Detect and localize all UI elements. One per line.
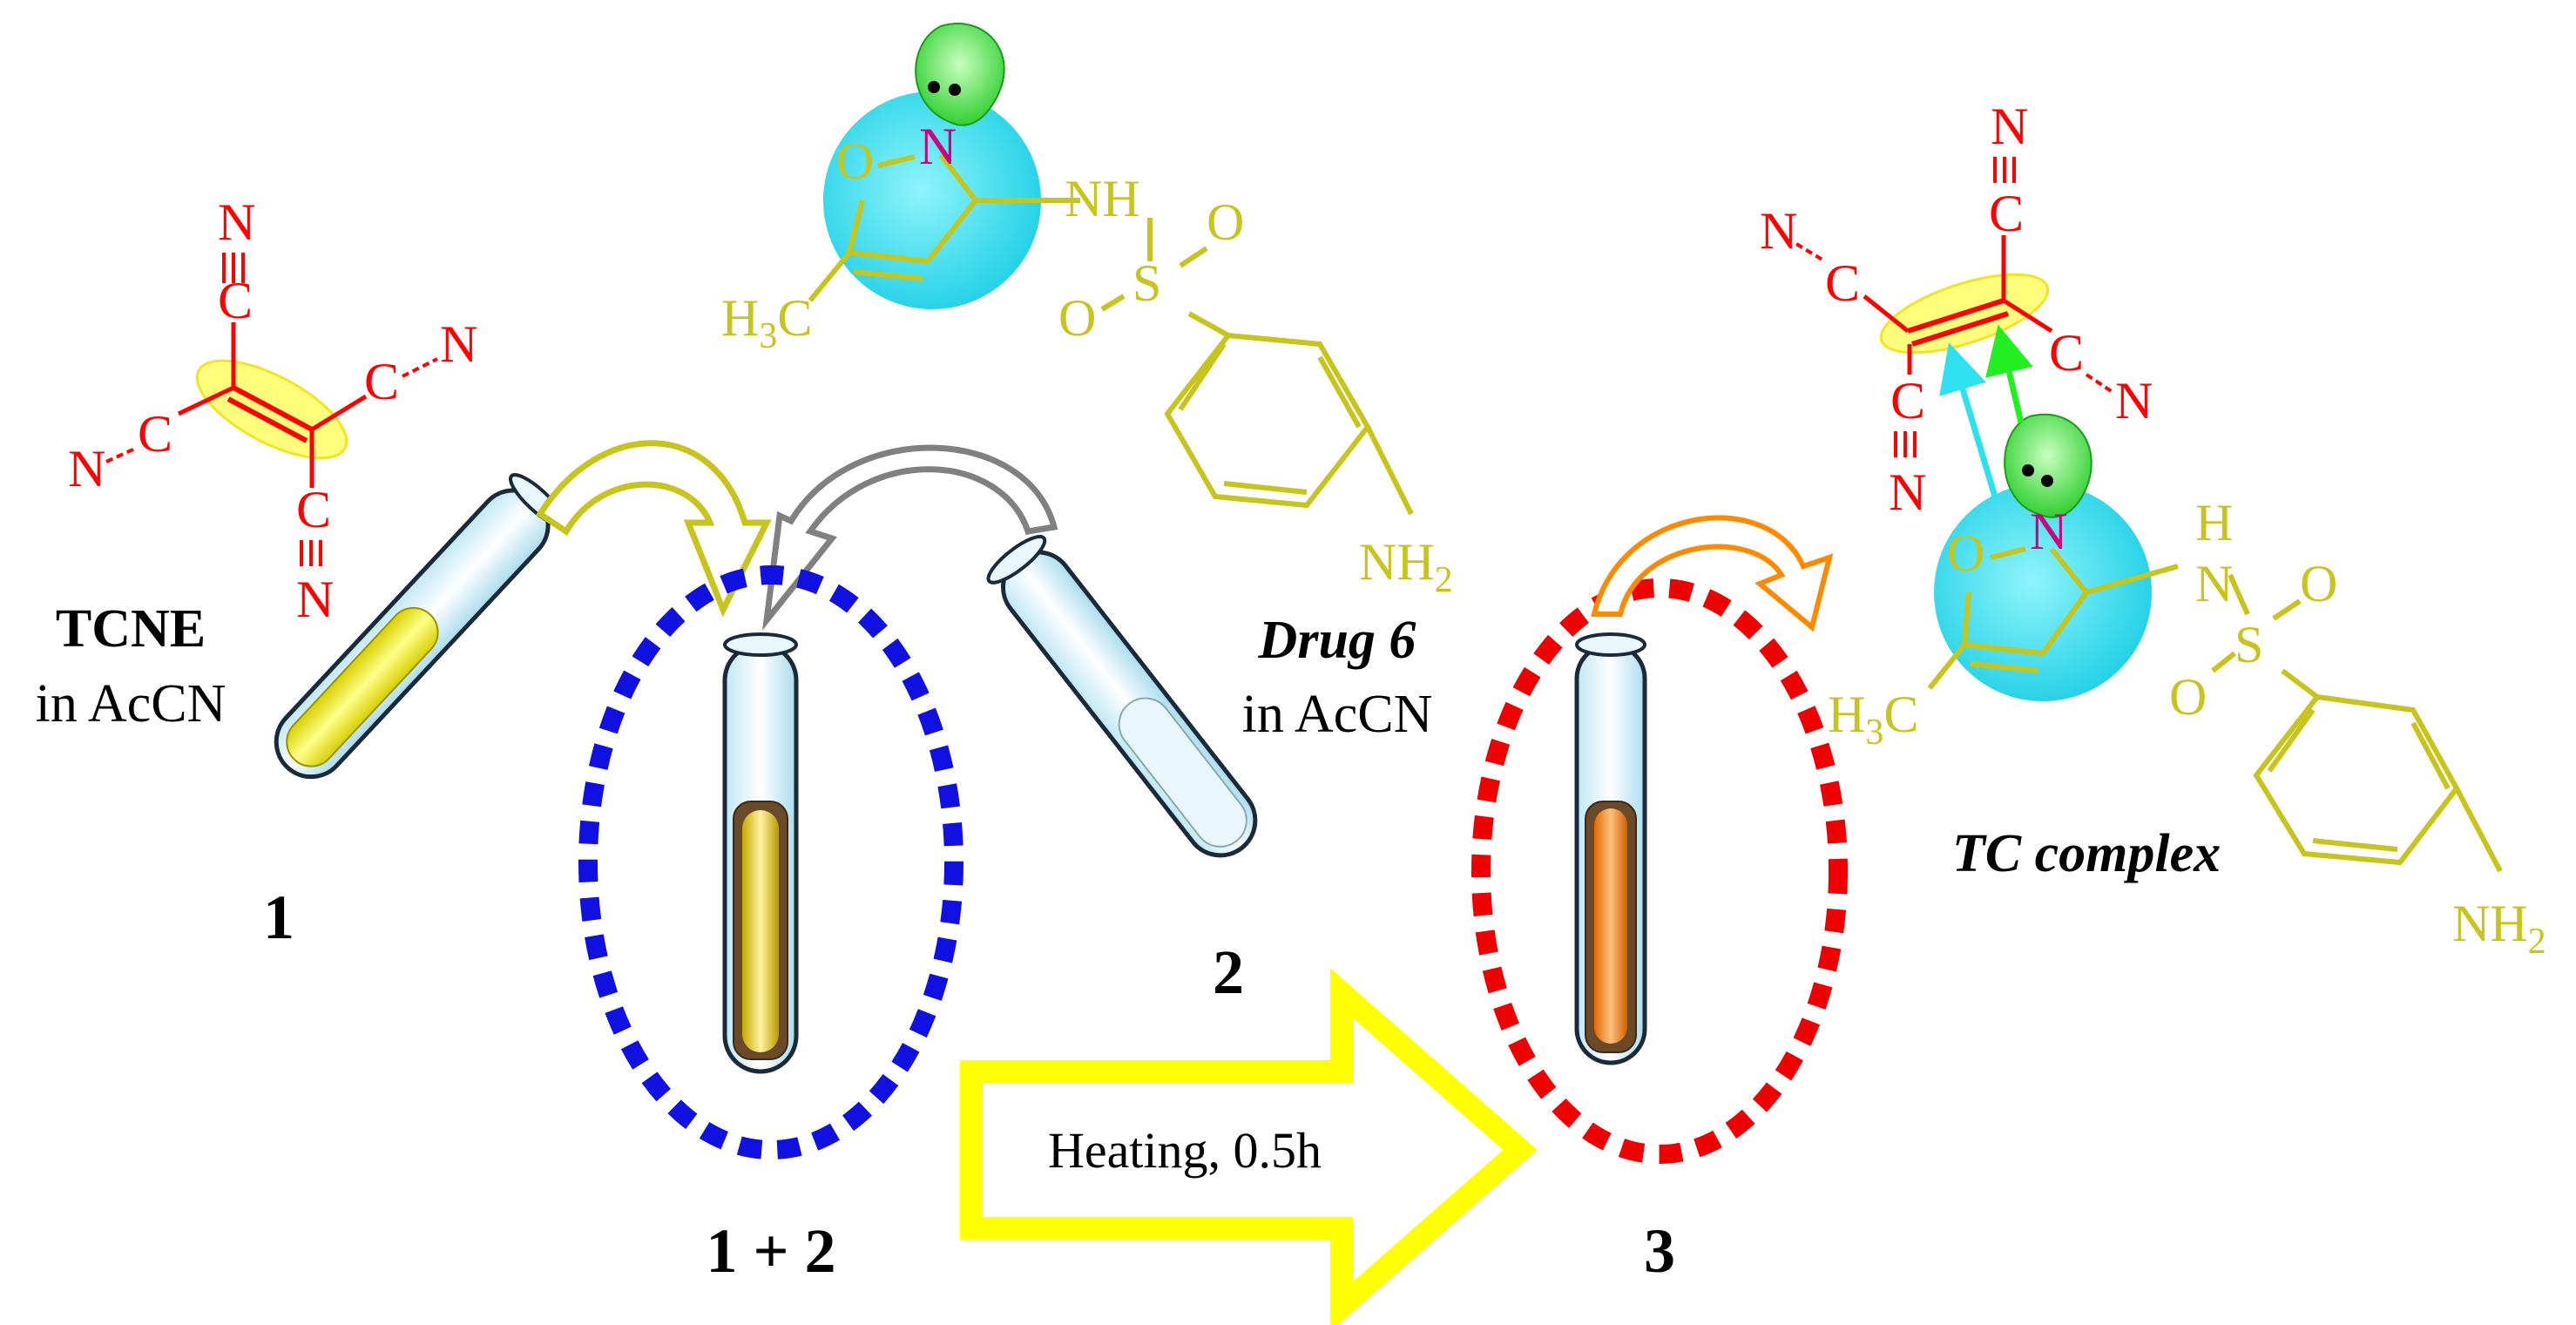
atom-S: S xyxy=(1132,254,1161,312)
atom-S: S xyxy=(2235,616,2263,673)
atom-O: O xyxy=(836,132,874,190)
atom-NH: NH xyxy=(1065,170,1140,227)
atom-N: N xyxy=(1991,98,2028,155)
tube-3-label: 3 xyxy=(1644,1216,1675,1286)
atom-C: C xyxy=(1989,185,2024,242)
atom-C: C xyxy=(1890,372,1925,429)
drug-molecule: O N NH S O O H3C NH2 xyxy=(721,23,1453,600)
test-tube-1 xyxy=(274,473,565,780)
atom-C: C xyxy=(138,405,172,463)
amine-label: NH2 xyxy=(1359,533,1453,600)
atom-N: N xyxy=(296,571,334,628)
atom-O: O xyxy=(1947,524,1984,582)
test-tube-3 xyxy=(1574,632,1647,1065)
product-highlight-dashed-ellipse xyxy=(1471,578,1848,1164)
complex-methyl-label: H3C xyxy=(1828,686,1918,753)
green-charge-transfer-arrow xyxy=(1985,324,2033,423)
heating-arrow xyxy=(960,968,1538,1325)
grey-curved-arrow xyxy=(761,444,1058,631)
atom-O: O xyxy=(2300,555,2337,612)
tube-1-label: 1 xyxy=(263,882,294,952)
atom-C: C xyxy=(364,353,399,410)
atom-O: O xyxy=(1207,193,1244,251)
atom-C: C xyxy=(1825,254,1860,312)
test-tube-mix xyxy=(722,632,799,1074)
atom-C: C xyxy=(2049,324,2084,382)
tcne-name: TCNE xyxy=(56,599,206,659)
atom-C: C xyxy=(218,272,253,329)
tc-complex-molecule: N C N C C N C N xyxy=(1760,98,2546,962)
atom-O: O xyxy=(1058,289,1096,347)
drug-name: Drug 6 xyxy=(1258,611,1416,670)
cyan-charge-transfer-arrow xyxy=(1939,342,1998,498)
test-tube-2 xyxy=(986,535,1258,858)
atom-N: N xyxy=(2115,372,2153,429)
mix-highlight-dashed-ellipse xyxy=(578,565,963,1159)
lone-pair-lobe xyxy=(915,23,1005,126)
atom-N: N xyxy=(1889,463,1926,521)
complex-amine-label: NH2 xyxy=(2452,895,2546,962)
tcne-solvent: in AcCN xyxy=(36,674,226,733)
mix-label: 1 + 2 xyxy=(706,1216,835,1286)
atom-N: N xyxy=(68,440,105,497)
atom-N: N xyxy=(2195,555,2233,612)
atom-O: O xyxy=(2169,668,2207,726)
complex-lone-pair-lobe xyxy=(2004,413,2093,518)
tube-2-label: 2 xyxy=(1213,937,1244,1007)
atom-N: N xyxy=(440,315,477,373)
complex-label: TC complex xyxy=(1952,824,2221,883)
methyl-label: H3C xyxy=(721,289,812,356)
atom-H: H xyxy=(2195,494,2233,551)
atom-N: N xyxy=(1760,202,1797,260)
atom-N: N xyxy=(218,193,255,251)
yellow-curved-arrow xyxy=(536,440,772,618)
atom-N: N xyxy=(919,118,957,175)
orange-curved-arrow xyxy=(1591,515,1834,632)
atom-N: N xyxy=(2030,503,2067,560)
tcne-molecule: N C C N N C C N xyxy=(68,193,477,628)
heating-label: Heating, 0.5h xyxy=(1048,1122,1322,1179)
atom-C: C xyxy=(296,481,331,538)
drug-solvent: in AcCN xyxy=(1242,685,1433,744)
